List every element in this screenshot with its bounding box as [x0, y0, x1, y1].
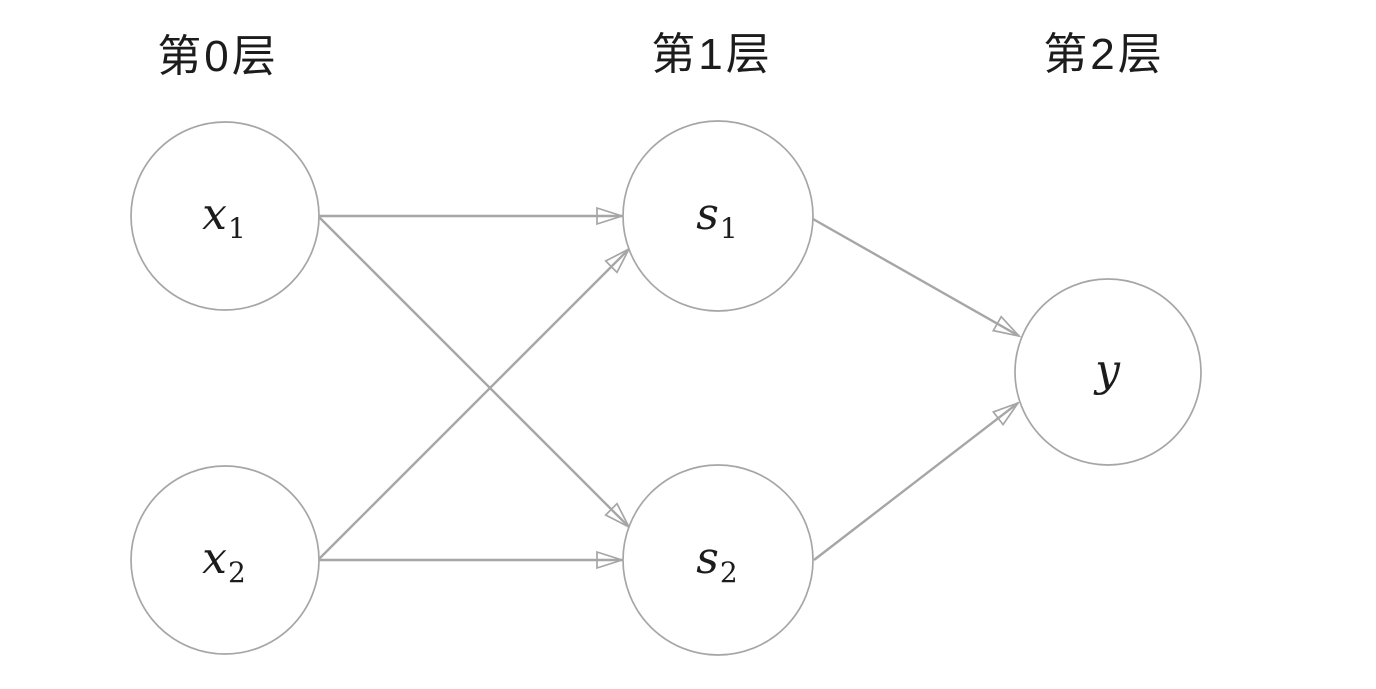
node-label-x2: x2: [202, 537, 246, 587]
node-label-s2-sub: 2: [719, 556, 738, 589]
node-s2-circle: [622, 464, 814, 656]
node-label-s2: s2: [696, 537, 737, 587]
node-s1-circle: [622, 120, 814, 312]
node-y-circle: [1014, 278, 1202, 466]
node-label-y: y: [1095, 349, 1121, 399]
node-label-x1-base: x: [202, 189, 227, 240]
edge-s1-y: [812, 217, 1019, 336]
edges-group: [318, 216, 1019, 561]
node-label-s1: s1: [696, 193, 737, 243]
node-label-x1: x1: [202, 193, 246, 243]
node-label-s1-base: s: [696, 189, 719, 240]
node-label-s1-sub: 1: [719, 212, 738, 245]
layer-label-0: 第0层: [157, 32, 279, 81]
node-label-x2-sub: 2: [228, 556, 246, 589]
node-x1-circle: [130, 121, 320, 311]
node-label-y-base: y: [1095, 345, 1120, 396]
node-label-x2-base: x: [202, 533, 227, 584]
node-label-s2-base: s: [696, 533, 719, 584]
nodes-group: [130, 120, 1202, 656]
edge-x1-s2: [318, 216, 629, 527]
layer-label-2: 第2层: [1043, 30, 1165, 79]
edge-x2-s1: [318, 249, 629, 560]
layer-label-1: 第1层: [651, 30, 773, 79]
node-x2-circle: [130, 465, 320, 655]
edge-s2-y: [813, 403, 1018, 561]
node-label-x1-sub: 1: [228, 212, 246, 245]
